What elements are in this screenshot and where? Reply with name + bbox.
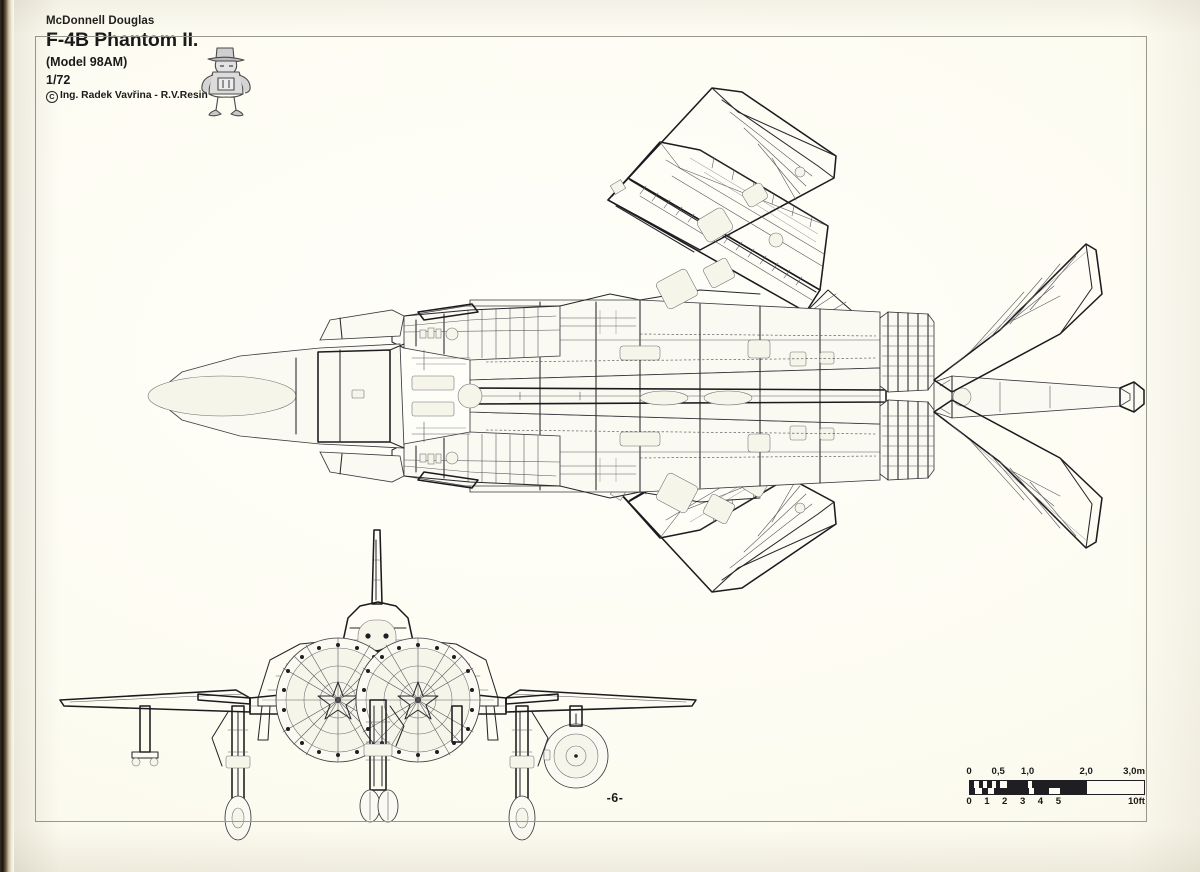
bottom-plan-view bbox=[147, 87, 1145, 593]
scale-seg-imperial-3 bbox=[1034, 787, 1050, 794]
scale-seg-metric-2 bbox=[987, 781, 992, 788]
centre-fuselage bbox=[469, 299, 887, 493]
drawing-border-frame bbox=[35, 36, 1147, 822]
imperial-tick-0: 0 bbox=[966, 796, 972, 807]
scale-seg-metric-5 bbox=[1031, 781, 1087, 788]
wing-pylons bbox=[131, 705, 463, 767]
starboard-external-store bbox=[543, 705, 609, 789]
copyright-icon: C bbox=[46, 91, 58, 104]
scan-gutter-shadow bbox=[0, 0, 14, 872]
aircraft-model-name: F-4B Phantom II. bbox=[46, 29, 199, 52]
exhaust-nozzles bbox=[879, 311, 935, 481]
manufacturer-name: McDonnell Douglas bbox=[46, 15, 155, 27]
scale-seg-metric-3 bbox=[996, 781, 1001, 788]
drawing-scale: 1/72 bbox=[46, 73, 71, 88]
wing-fillets bbox=[559, 257, 761, 525]
imperial-tick-2: 2 bbox=[1002, 796, 1008, 807]
imperial-tick-6: 10ft bbox=[1127, 796, 1145, 807]
paper-sheet: McDonnell Douglas F-4B Phantom II. (Mode… bbox=[14, 0, 1200, 872]
sub-model-designation: (Model 98AM) bbox=[46, 54, 128, 69]
port-main-gear bbox=[211, 705, 252, 841]
starboard-intake-face bbox=[355, 637, 481, 763]
scale-bar-metric-labels: 0 0,5 1,0 2,0 3,0m bbox=[966, 766, 1145, 779]
scale-seg-imperial-2 bbox=[993, 787, 1030, 794]
nose-landing-gear bbox=[359, 699, 405, 823]
metric-tick-2: 1,0 bbox=[1020, 766, 1035, 777]
port-wing bbox=[607, 87, 861, 331]
metric-tick-4: 3,0m bbox=[1123, 766, 1145, 777]
scale-seg-imperial-1 bbox=[981, 787, 988, 794]
title-block: McDonnell Douglas F-4B Phantom II. (Mode… bbox=[38, 8, 304, 109]
scale-bar-graphic bbox=[969, 780, 1145, 795]
engine-nacelles bbox=[391, 303, 561, 489]
metric-tick-0: 0 bbox=[966, 766, 972, 777]
stabilators bbox=[933, 243, 1103, 549]
front-elevation-view bbox=[59, 529, 697, 841]
technical-drawing-canvas bbox=[14, 0, 1200, 872]
imperial-tick-1: 1 bbox=[984, 796, 990, 807]
scale-seg-imperial-0 bbox=[970, 787, 976, 794]
credit-text: Ing. Radek Vavřina - R.V.Resin bbox=[60, 90, 208, 102]
starboard-main-gear bbox=[508, 705, 549, 841]
imperial-tick-3: 3 bbox=[1020, 796, 1026, 807]
scale-seg-imperial-4 bbox=[1060, 787, 1087, 794]
metric-tick-1: 0,5 bbox=[991, 766, 1005, 777]
scale-seg-metric-4 bbox=[1006, 781, 1028, 788]
tail-cone bbox=[933, 375, 1145, 419]
phantom-spook-mascot-icon bbox=[196, 44, 256, 122]
forward-fuselage bbox=[147, 305, 561, 487]
page-number: -6- bbox=[606, 791, 624, 805]
metric-tick-3: 2,0 bbox=[1079, 766, 1093, 777]
imperial-tick-5: 5 bbox=[1055, 796, 1062, 807]
imperial-tick-4: 4 bbox=[1037, 796, 1044, 807]
scale-seg-metric-1 bbox=[978, 781, 983, 788]
scale-seg-metric-0 bbox=[970, 781, 975, 788]
